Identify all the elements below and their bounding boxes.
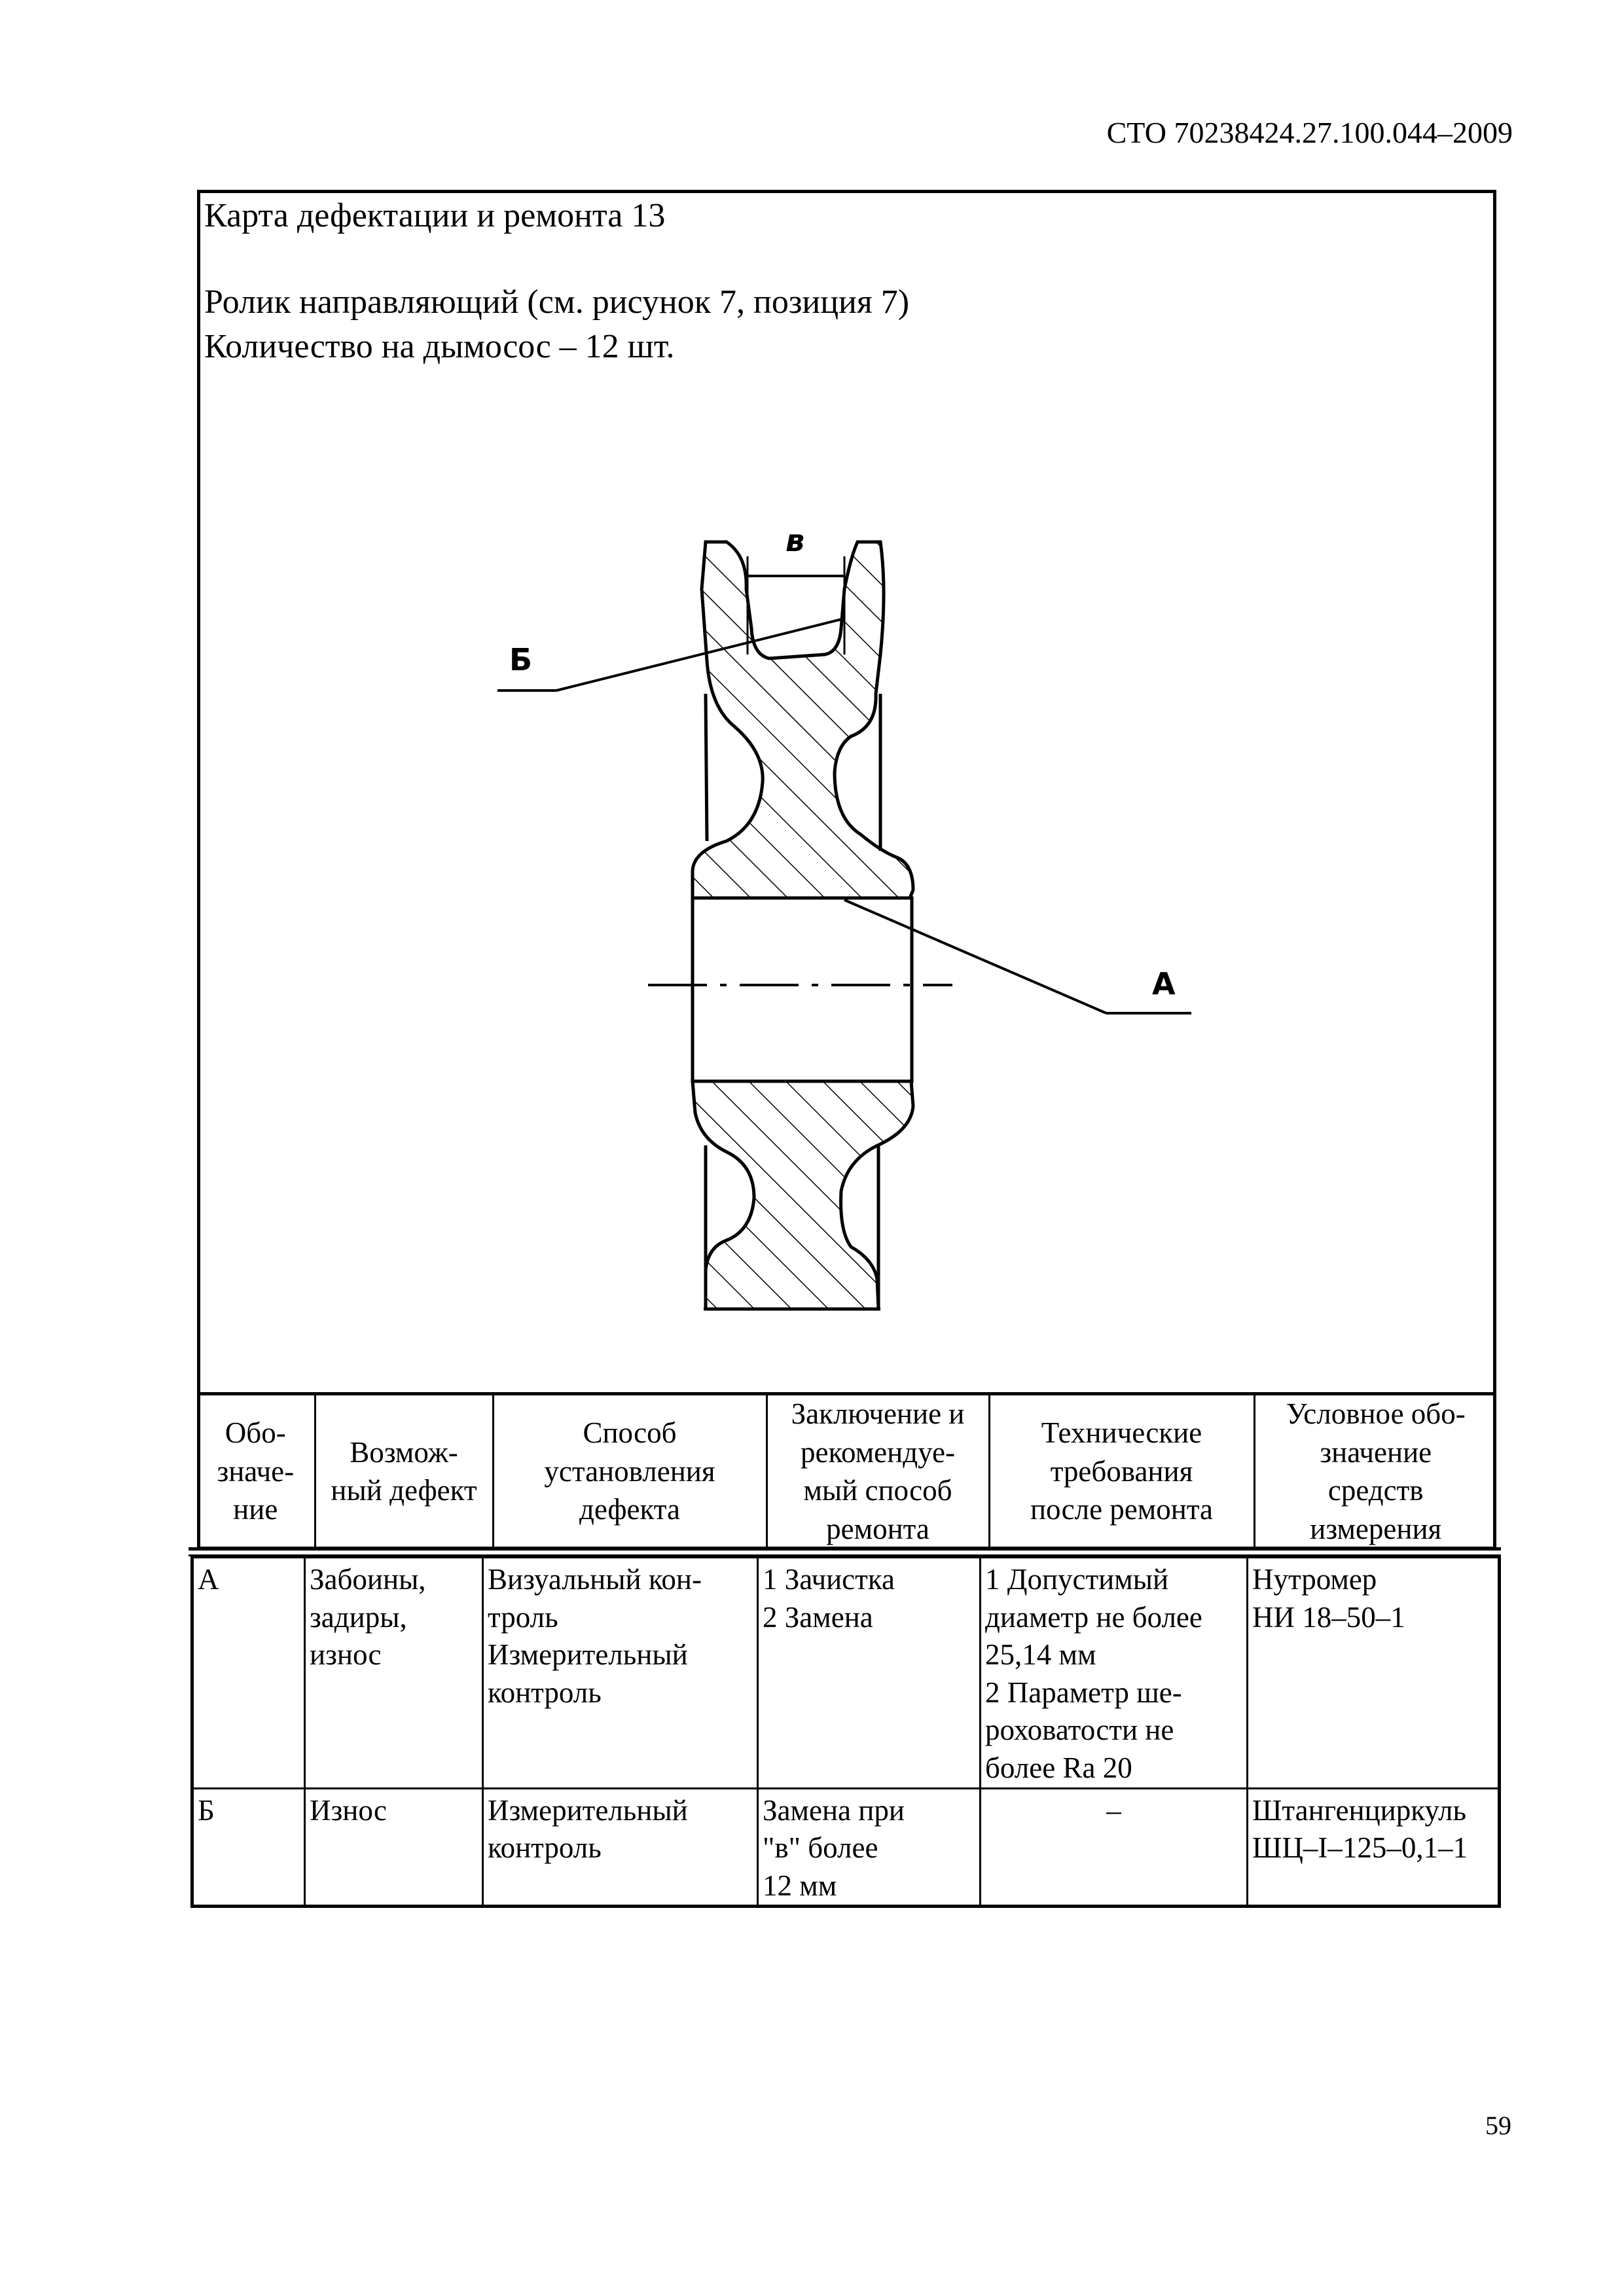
label-a: А: [1152, 966, 1176, 1001]
label-groove-width: в: [785, 523, 805, 558]
part-name: Ролик направляющий (см. рисунок 7, позиц…: [204, 283, 910, 321]
label-b: Б: [509, 642, 533, 677]
row-b-instrument: Штангенциркуль ШЦ–I–125–0,1–1: [1246, 1787, 1500, 1908]
row-a-defect: Забоины, задиры, износ: [304, 1556, 484, 1789]
header-defect: Возмож- ный дефект: [314, 1394, 494, 1549]
row-a-designation: А: [191, 1556, 306, 1789]
roller-bore: [691, 896, 914, 1083]
page-number: 59: [1485, 2111, 1511, 2140]
document-code: СТО 70238424.27.100.044–2009: [1106, 116, 1513, 149]
row-a-method: Визуальный кон- троль Измерительный конт…: [482, 1556, 759, 1789]
table-header-top-rule: [197, 1392, 1496, 1395]
row-a-conclusion: 1 Зачистка 2 Замена: [757, 1556, 981, 1789]
part-quantity: Количество на дымосос – 12 шт.: [204, 328, 675, 365]
defect-table-body: А Забоины, задиры, износ Визуальный кон-…: [190, 1556, 1501, 1909]
header-designation: Обо- значе- ние: [197, 1394, 316, 1549]
table-header-bottom-rule: [189, 1547, 1501, 1551]
row-b-conclusion: Замена при "в" более 12 мм: [757, 1787, 981, 1908]
row-b-requirements: –: [979, 1787, 1248, 1908]
defect-table-header: Обо- значе- ние Возмож- ный дефект Спосо…: [197, 1394, 1496, 1549]
row-b-method: Измерительный контроль: [482, 1787, 759, 1908]
table-row: А Забоины, задиры, износ Визуальный кон-…: [191, 1556, 1500, 1789]
leader-line-a: [844, 899, 1107, 1014]
leader-line-b: [556, 617, 845, 692]
row-a-instrument: Нутромер НИ 18–50–1: [1246, 1556, 1500, 1789]
row-b-designation: Б: [191, 1787, 306, 1908]
roller-section-drawing: [497, 540, 1191, 1311]
table-header-bottom-rule-2: [189, 1554, 1501, 1556]
row-a-requirements: 1 Допустимый диаметр не более 25,14 мм 2…: [979, 1556, 1248, 1789]
header-requirements: Технические требования после ремонта: [988, 1394, 1255, 1549]
row-b-defect: Износ: [304, 1787, 484, 1908]
header-conclusion: Заключение и рекомендуе- мый способ ремо…: [765, 1394, 990, 1549]
table-row: Б Износ Измерительный контроль Замена пр…: [191, 1787, 1500, 1908]
header-method: Способ установления дефекта: [492, 1394, 768, 1549]
header-instrument: Условное обо- значение средств измерения: [1253, 1394, 1496, 1549]
card-title: Карта дефектации и ремонта 13: [204, 197, 666, 234]
